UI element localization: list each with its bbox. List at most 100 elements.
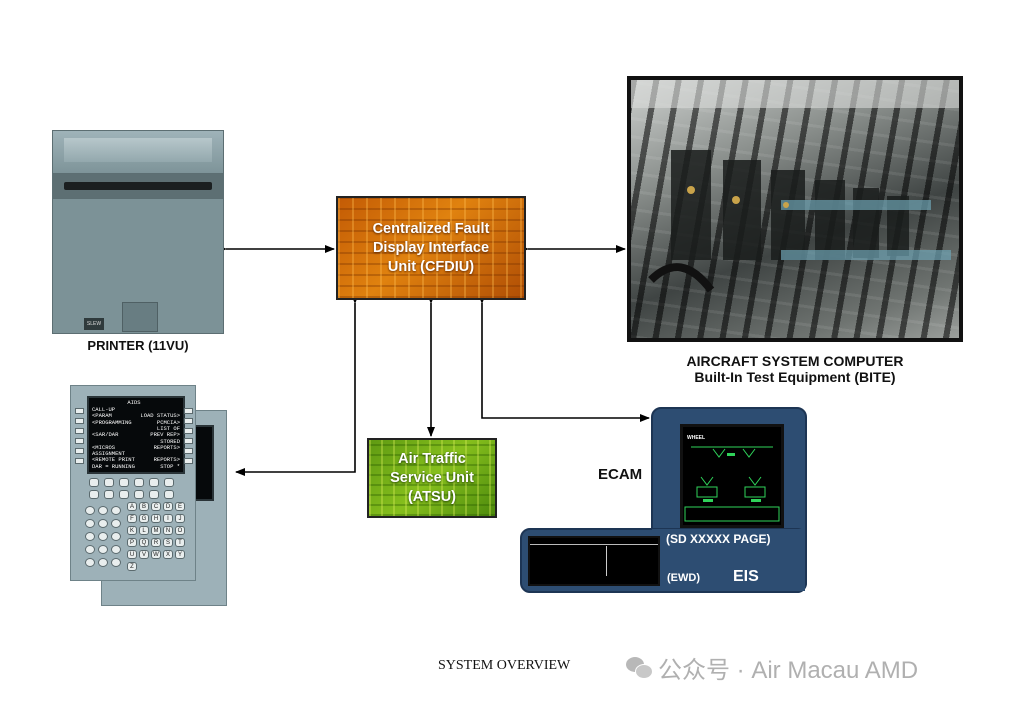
mcdu-number-key[interactable] [85,545,95,554]
line-select-key-left[interactable] [75,428,84,434]
line-select-key-right[interactable] [184,408,193,414]
line-select-key-left[interactable] [75,418,84,424]
mcdu-line-right: REPORTS> [153,456,180,464]
mcdu-letter-key[interactable]: T [175,538,185,547]
engine-warning-display-screen [528,536,660,586]
bite-label-line1: AIRCRAFT SYSTEM COMPUTER [686,353,904,369]
sd-wheel-synoptic [684,446,780,522]
mcdu-line-left: <SAR/DAR [92,431,119,439]
mcdu-function-key[interactable] [164,490,174,499]
mcdu-line-left: <PARAM [92,412,112,420]
mcdu-letter-key[interactable]: E [175,502,185,511]
mcdu-number-key[interactable] [98,558,108,567]
atsu-line3: (ATSU) [407,488,457,505]
mcdu-letter-key[interactable]: F [127,514,137,523]
printer-paper-slot [52,174,224,198]
mcdu-line-right: STOP * [160,462,180,470]
mcdu-letter-key[interactable]: Q [139,538,149,547]
mcdu-function-key[interactable] [134,478,144,487]
mcdu-line-right: PREV REP> [150,431,180,439]
line-select-key-right[interactable] [184,448,193,454]
mcdu-letter-key[interactable]: O [175,526,185,535]
watermark-text: 公众号 · Air Macau AMD [658,657,919,684]
aircraft-computer-photo [627,76,963,342]
mcdu-number-key[interactable] [85,519,95,528]
line-select-key-left[interactable] [75,438,84,444]
mcdu-line-right: LIST OF [156,424,180,432]
line-select-key-right[interactable] [184,428,193,434]
line-select-key-right[interactable] [184,418,193,424]
line-select-key-right[interactable] [184,438,193,444]
atsu-line1: Air Traffic [398,450,466,467]
cfdiu-line1: Centralized Fault [372,220,490,237]
line-select-key-right[interactable] [184,458,193,464]
mcdu-letter-key[interactable]: Y [175,550,185,559]
mcdu-letter-key[interactable]: B [139,502,149,511]
mcdu-line-right: LOAD STATUS> [140,412,180,420]
mcdu-number-key[interactable] [98,532,108,541]
mcdu-function-key[interactable] [119,490,129,499]
cfdiu-line2: Display Interface [372,239,490,256]
mcdu-function-key[interactable] [149,478,159,487]
mcdu-letter-key[interactable]: L [139,526,149,535]
mcdu-number-key[interactable] [111,558,121,567]
mcdu-function-key[interactable] [149,490,159,499]
mcdu-letter-key[interactable]: C [151,502,161,511]
mcdu-letter-key[interactable]: S [163,538,173,547]
mcdu-line-left: <PROGRAMMING [92,418,132,426]
mcdu-line-right: STORED [160,437,180,445]
mcdu-function-key[interactable] [104,478,114,487]
mcdu-letter-key[interactable]: X [163,550,173,559]
line-select-key-left[interactable] [75,458,84,464]
mcdu-number-key[interactable] [85,558,95,567]
mcdu-number-key[interactable] [111,519,121,528]
mcdu-line-left: CALL-UP [92,406,116,413]
mcdu-number-key[interactable] [111,545,121,554]
ewd-label: (EWD) [667,572,700,584]
mcdu-function-key[interactable] [89,490,99,499]
mcdu-screen-title: AIDS [127,399,141,406]
avionics-rack-illustration [631,80,959,293]
mcdu-number-key[interactable] [111,506,121,515]
mcdu-number-key[interactable] [98,519,108,528]
mcdu-letter-key[interactable]: N [163,526,173,535]
mcdu-number-key[interactable] [98,506,108,515]
wechat-icon [626,656,653,679]
atsu-line2: Service Unit [390,469,474,486]
mcdu-function-key[interactable] [164,478,174,487]
mcdu-letter-key[interactable]: K [127,526,137,535]
ecam-panel-joint [652,529,805,591]
mcdu-function-key[interactable] [119,478,129,487]
mcdu-function-key[interactable] [89,478,99,487]
bite-label: AIRCRAFT SYSTEM COMPUTER Built-In Test E… [627,353,963,385]
printer-slew-button: SLEW [84,318,104,330]
mcdu-number-key[interactable] [111,532,121,541]
arrow-cfdiu-ecam [478,294,650,422]
mcdu-letter-key[interactable]: G [139,514,149,523]
line-select-key-left[interactable] [75,448,84,454]
mcdu-letter-key[interactable]: U [127,550,137,559]
line-select-key-left[interactable] [75,408,84,414]
mcdu-letter-key[interactable]: P [127,538,137,547]
mcdu-function-key[interactable] [134,490,144,499]
mcdu-number-key[interactable] [85,532,95,541]
mcdu-letter-key[interactable]: M [151,526,161,535]
printer-cover-panel [64,138,212,162]
mcdu-letter-key[interactable]: J [175,514,185,523]
mcdu-letter-key[interactable]: V [139,550,149,559]
mcdu-letter-key[interactable]: R [151,538,161,547]
mcdu-letter-key[interactable]: Z [127,562,137,571]
mcdu-number-key[interactable] [98,545,108,554]
mcdu-letter-key[interactable]: D [163,502,173,511]
mcdu-letter-key[interactable]: H [151,514,161,523]
atsu-box: Air Traffic Service Unit (ATSU) [367,438,497,518]
mcdu-line-left: <MICROS [92,443,116,451]
mcdu-letter-key[interactable]: W [151,550,161,559]
mcdu-letter-key[interactable]: A [127,502,137,511]
bite-label-line2: Built-In Test Equipment (BITE) [694,369,896,385]
mcdu-letter-key[interactable]: I [163,514,173,523]
mcdu-function-key[interactable] [104,490,114,499]
printer-latch [122,302,158,332]
printer-label: PRINTER (11VU) [87,338,189,353]
mcdu-number-key[interactable] [85,506,95,515]
